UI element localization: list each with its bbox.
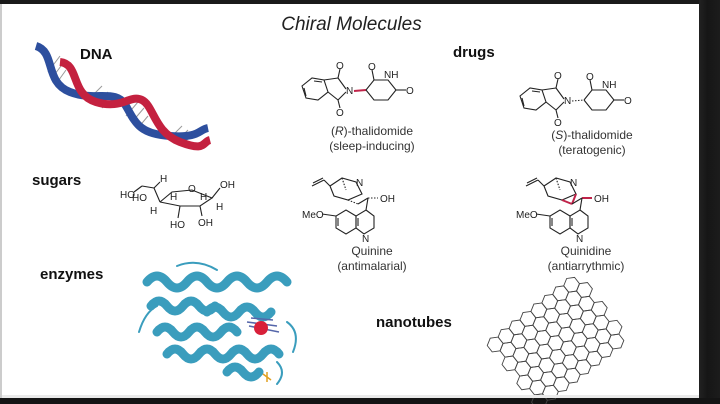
dna-helix-illustration	[34, 42, 212, 151]
nanotube-hexagon	[563, 367, 581, 384]
nanotube-hexagon	[607, 333, 625, 350]
svg-text:O: O	[188, 184, 196, 195]
chiral-hash-bond	[571, 99, 585, 102]
svg-text:H: H	[216, 202, 223, 213]
svg-text:H: H	[160, 174, 167, 185]
svg-text:N: N	[576, 234, 583, 245]
nanotube-lattice	[486, 276, 625, 404]
atom-o: O	[624, 96, 632, 107]
bottom-frame-bar	[0, 398, 720, 404]
atom-nh: NH	[602, 80, 616, 91]
sugar-furanose-structure: HO HO H O OH H H H HO OH H	[120, 174, 235, 231]
svg-text:OH: OH	[198, 218, 213, 229]
atom-n: N	[564, 96, 571, 107]
atom-o: O	[406, 86, 414, 97]
atom-n: N	[346, 86, 353, 97]
slide: Chiral Molecules DNA drugs O O N O NH O …	[0, 4, 699, 404]
nanotube-hexagon	[552, 376, 570, 393]
chiral-wedge-bond	[353, 89, 367, 92]
svg-text:OH: OH	[380, 194, 395, 205]
quinidine-structure: N OH MeO N	[516, 177, 609, 245]
svg-text:MeO: MeO	[302, 210, 324, 221]
atom-o: O	[336, 108, 344, 119]
svg-text:H: H	[170, 192, 177, 203]
atom-o: O	[554, 118, 562, 129]
quinine-caption: Quinine (antimalarial)	[337, 244, 407, 273]
svg-text:N: N	[356, 178, 363, 189]
svg-text:HO: HO	[120, 190, 135, 201]
nanotube-hexagon	[585, 350, 603, 367]
atom-nh: NH	[384, 70, 398, 81]
nanotube-hexagon	[574, 359, 592, 376]
dna-strand-red	[58, 58, 212, 151]
svg-text:HO: HO	[132, 193, 147, 204]
quinine-structure: N OH MeO N	[302, 177, 395, 245]
atom-o: O	[586, 72, 594, 83]
dna-label: DNA	[80, 46, 113, 63]
svg-text:MeO: MeO	[516, 210, 538, 221]
drugs-label: drugs	[453, 44, 495, 61]
atom-o: O	[336, 61, 344, 72]
s-thalidomide-structure: O O N O NH O	[519, 71, 632, 129]
r-thalidomide-caption: (R)-thalidomide (sleep-inducing)	[329, 124, 415, 153]
right-frame-bar	[699, 0, 720, 404]
r-thalidomide-structure: O O N O NH O	[301, 61, 414, 119]
chiral-wedge-bond	[561, 199, 573, 205]
chiral-wedge-bond	[571, 193, 577, 205]
svg-text:OH: OH	[594, 194, 609, 205]
svg-text:N: N	[570, 178, 577, 189]
slide-title: Chiral Molecules	[281, 14, 422, 35]
svg-text:N: N	[362, 234, 369, 245]
heme-iron-atom	[254, 321, 268, 335]
nanotube-hexagon	[596, 342, 614, 358]
svg-text:H: H	[150, 206, 157, 217]
quinidine-caption: Quinidine (antiarrythmic)	[547, 244, 625, 273]
top-frame-bar	[0, 0, 720, 4]
s-thalidomide-caption: (S)-thalidomide (teratogenic)	[551, 128, 633, 157]
sugars-label: sugars	[32, 172, 82, 189]
nanotubes-label: nanotubes	[376, 314, 452, 331]
atom-o: O	[554, 71, 562, 82]
svg-text:OH: OH	[220, 180, 235, 191]
svg-text:HO: HO	[170, 220, 185, 231]
atom-o: O	[368, 62, 376, 73]
nanotube-illustration	[486, 276, 625, 404]
svg-text:H: H	[200, 192, 207, 203]
enzyme-ribbon-illustration	[138, 261, 297, 385]
enzymes-label: enzymes	[40, 266, 104, 283]
